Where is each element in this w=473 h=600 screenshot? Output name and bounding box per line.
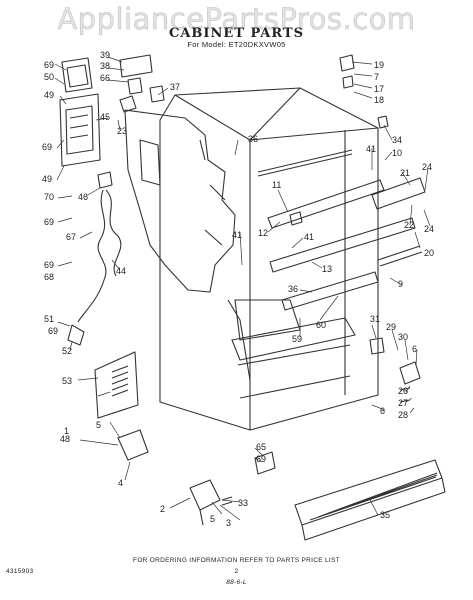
part-callout: 41 xyxy=(366,144,376,154)
part-callout: 3 xyxy=(226,518,231,528)
crisper-bracket xyxy=(371,177,426,267)
part-callout: 49 xyxy=(42,174,52,184)
part-callout: 5 xyxy=(210,514,215,524)
part-callout: 27 xyxy=(398,398,408,408)
part-callout: 6 xyxy=(380,406,385,416)
date-stamp: 88-6-L xyxy=(226,579,247,586)
part-callout: 7 xyxy=(374,72,379,82)
part-callout: 36 xyxy=(248,134,258,144)
part-callout: 66 xyxy=(100,73,110,83)
part-callout: 29 xyxy=(386,322,396,332)
part-callout: 24 xyxy=(422,162,432,172)
part-callout: 70 xyxy=(44,192,54,202)
top-hardware xyxy=(339,54,389,129)
part-callout: 11 xyxy=(272,180,281,190)
part-callout: 5 xyxy=(96,420,101,430)
part-callout: 51 xyxy=(44,314,54,324)
wire-harness xyxy=(67,171,122,346)
part-callout: 18 xyxy=(374,95,384,105)
part-callout: 24 xyxy=(424,224,434,234)
part-callout: 10 xyxy=(392,148,402,158)
rear-panel xyxy=(124,109,236,293)
shelf-rails xyxy=(267,179,416,311)
part-callout: 12 xyxy=(258,228,268,238)
part-callout: 2 xyxy=(160,504,165,514)
part-callout: 48 xyxy=(60,434,70,444)
compressor-cover xyxy=(94,351,139,419)
part-callout: 23 xyxy=(117,126,127,136)
lower-hinge xyxy=(221,451,276,506)
part-callout: 30 xyxy=(398,332,408,342)
part-callout: 41 xyxy=(232,230,242,240)
control-panel xyxy=(59,57,101,167)
part-callout: 21 xyxy=(400,168,410,178)
part-callout: 69 xyxy=(256,454,266,464)
part-callout: 69 xyxy=(44,260,54,270)
ordering-note: FOR ORDERING INFORMATION REFER TO PARTS … xyxy=(133,557,340,564)
page-number: 2 xyxy=(234,568,239,575)
part-callout: 69 xyxy=(44,217,54,227)
model-subtitle: For Model: ET20DKXVW05 xyxy=(187,40,286,49)
toe-grille xyxy=(294,459,446,541)
part-callout: 36 xyxy=(288,284,298,294)
part-callout: 46 xyxy=(78,192,88,202)
part-callout: 45 xyxy=(100,112,110,122)
part-callout: 13 xyxy=(322,264,332,274)
part-callout: 9 xyxy=(398,279,403,289)
part-callout: 22 xyxy=(404,220,414,230)
leader-lines xyxy=(54,56,431,521)
part-callout: 31 xyxy=(370,314,380,324)
watermark: AppliancePartsPros.com xyxy=(57,2,416,37)
leveling-legs xyxy=(117,429,221,526)
part-callout: 26 xyxy=(398,386,408,396)
part-callout: 53 xyxy=(62,376,72,386)
cold-control xyxy=(119,54,165,113)
part-callout: 50 xyxy=(44,72,54,82)
part-callout: 34 xyxy=(392,135,402,145)
page-title: CABINET PARTS xyxy=(168,26,305,41)
part-callout: 60 xyxy=(316,320,326,330)
part-callout: 6 xyxy=(412,344,417,354)
part-callout: 65 xyxy=(256,442,266,452)
part-callout: 28 xyxy=(398,410,408,420)
part-callout: 38 xyxy=(100,61,110,71)
part-callout: 69 xyxy=(42,142,52,152)
part-callout: 20 xyxy=(424,248,434,258)
part-callout: 33 xyxy=(238,498,248,508)
part-callout: 49 xyxy=(44,90,54,100)
part-callout: 1 xyxy=(64,426,69,436)
part-callout: 68 xyxy=(44,272,54,282)
part-callout: 37 xyxy=(170,82,180,92)
part-callout: 19 xyxy=(374,60,384,70)
part-callout: 52 xyxy=(62,346,72,356)
part-callout: 17 xyxy=(374,84,384,94)
part-callout: 67 xyxy=(66,232,76,242)
part-callout: 35 xyxy=(380,510,390,520)
part-callout: 69 xyxy=(44,60,54,70)
part-callout: 41 xyxy=(304,232,314,242)
part-callout: 44 xyxy=(116,266,126,276)
cabinet-shell xyxy=(159,87,379,431)
part-callout: 39 xyxy=(100,50,110,60)
document-code: 4315903 xyxy=(6,568,34,575)
part-callout: 69 xyxy=(48,326,58,336)
part-callout: 59 xyxy=(292,334,302,344)
part-callout: 4 xyxy=(118,478,123,488)
